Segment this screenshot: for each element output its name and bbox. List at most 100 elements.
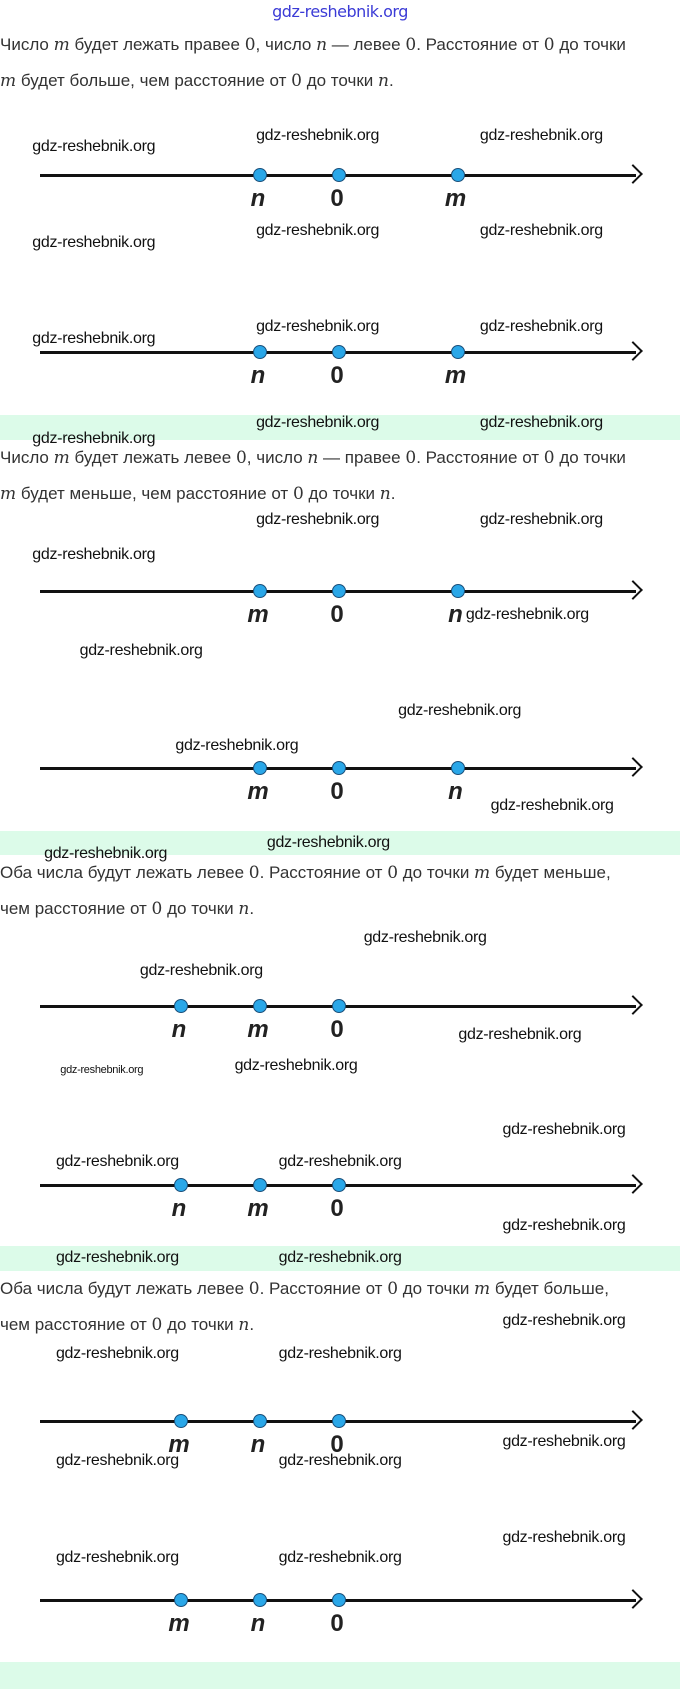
text-line: чем расстояние от 0 до точки n. <box>0 891 670 927</box>
watermark: gdz-reshebnik.org <box>278 1452 402 1470</box>
point-0 <box>332 999 346 1013</box>
point-label: m <box>168 1431 190 1458</box>
watermark: gdz-reshebnik.org <box>490 796 614 814</box>
math-symbol: n <box>307 448 319 468</box>
watermark: gdz-reshebnik.org <box>278 1549 402 1567</box>
watermark: gdz-reshebnik.org <box>502 1120 626 1138</box>
text-segment: будет лежать левее <box>69 448 236 467</box>
point-label: 0 <box>330 1610 344 1637</box>
point-m <box>253 584 267 598</box>
math-symbol: 0 <box>405 35 417 55</box>
point-label: 0 <box>330 601 344 628</box>
point-0 <box>332 1593 346 1607</box>
arrow-right-icon <box>623 580 643 600</box>
point-n <box>253 1593 267 1607</box>
watermark: gdz-reshebnik.org <box>465 606 589 624</box>
point-label: n <box>250 1610 266 1637</box>
text-segment: будет лежать правее <box>69 35 245 54</box>
arrow-right-icon <box>623 757 643 777</box>
watermark: gdz-reshebnik.org <box>32 138 156 156</box>
text-segment: — правее <box>318 448 406 467</box>
watermark: gdz-reshebnik.org <box>32 329 156 347</box>
point-label: m <box>168 1610 190 1637</box>
point-label: n <box>171 1195 187 1222</box>
math-symbol: n <box>379 484 391 504</box>
math-symbol: 0 <box>387 863 399 883</box>
text-segment: чем расстояние от <box>0 1315 152 1334</box>
math-symbol: n <box>238 1315 250 1335</box>
point-n <box>174 999 188 1013</box>
point-n <box>450 584 465 598</box>
point-m <box>174 1593 188 1607</box>
watermark: gdz-reshebnik.org <box>55 1153 179 1171</box>
text-segment: . <box>390 484 396 503</box>
text-line: Число m будет лежать левее 0, число n — … <box>0 440 670 476</box>
condition-text: Число m будет лежать левее 0, число n — … <box>0 440 670 512</box>
math-symbol: 0 <box>248 863 260 883</box>
point-label: n <box>250 362 266 389</box>
point-label: n <box>448 778 463 805</box>
point-label: m <box>247 601 269 628</box>
section-divider <box>0 415 680 440</box>
math-symbol: 0 <box>248 1279 260 1299</box>
text-segment: , число <box>255 35 317 54</box>
point-m <box>253 999 267 1013</box>
number-line: m n 0 <box>40 1589 643 1640</box>
condition-text: Число m будет лежать правее 0, число n —… <box>0 27 670 99</box>
text-line: Оба числа будут лежать левее 0. Расстоян… <box>0 1271 670 1307</box>
watermark: gdz-reshebnik.org <box>256 413 380 431</box>
point-n <box>253 1414 267 1428</box>
watermark: gdz-reshebnik.org <box>32 546 156 564</box>
text-line: чем расстояние от 0 до точки n. <box>0 1307 670 1343</box>
text-segment: . Расстояние от <box>416 448 544 467</box>
text-segment: Число <box>0 35 54 54</box>
arrow-right-icon <box>623 1589 643 1609</box>
math-symbol: m <box>53 448 70 468</box>
math-symbol: m <box>474 1279 491 1299</box>
watermark: gdz-reshebnik.org <box>398 702 522 720</box>
point-m <box>450 345 465 359</box>
point-m <box>450 168 465 182</box>
arrow-right-icon <box>623 164 643 184</box>
text-segment: . <box>249 1315 255 1334</box>
point-0 <box>332 345 346 359</box>
watermark: gdz-reshebnik.org <box>278 1344 402 1362</box>
watermark: gdz-reshebnik.org <box>55 1248 179 1266</box>
watermark: gdz-reshebnik.org <box>32 430 156 447</box>
watermark: gdz-reshebnik.org <box>60 1063 144 1076</box>
point-0 <box>332 168 346 182</box>
math-symbol: 0 <box>151 1315 163 1335</box>
watermark: gdz-reshebnik.org <box>256 318 380 336</box>
math-symbol: m <box>0 484 17 504</box>
math-symbol: m <box>0 71 17 91</box>
watermark: gdz-reshebnik.org <box>479 222 603 240</box>
watermark: gdz-reshebnik.org <box>234 1057 358 1075</box>
text-segment: до точки <box>162 1315 239 1334</box>
math-symbol: 0 <box>292 484 304 504</box>
watermark: gdz-reshebnik.org <box>44 845 168 863</box>
math-symbol: 0 <box>543 448 555 468</box>
text-line: m будет больше, чем расстояние от 0 до т… <box>0 63 670 99</box>
site-watermark-header: gdz-reshebnik.org <box>272 2 408 21</box>
watermark: gdz-reshebnik.org <box>256 126 380 144</box>
watermark: gdz-reshebnik.org <box>55 1344 179 1362</box>
text-segment: до точки <box>162 899 239 918</box>
text-segment: до точки <box>398 863 475 882</box>
arrow-right-icon <box>623 1410 643 1430</box>
point-label: 0 <box>330 1431 344 1458</box>
text-segment: . Расстояние от <box>259 863 388 882</box>
point-label: m <box>247 778 269 805</box>
watermark: gdz-reshebnik.org <box>175 736 299 754</box>
arrow-right-icon <box>623 341 643 361</box>
text-segment: Оба числа будут лежать левее <box>0 1279 249 1298</box>
text-segment: . Расстояние от <box>259 1279 388 1298</box>
watermark: gdz-reshebnik.org <box>458 1026 582 1044</box>
text-segment: . <box>388 71 394 90</box>
point-m <box>253 761 267 775</box>
section-divider <box>0 831 680 855</box>
text-segment: до точки <box>554 448 626 467</box>
point-m <box>174 1414 188 1428</box>
